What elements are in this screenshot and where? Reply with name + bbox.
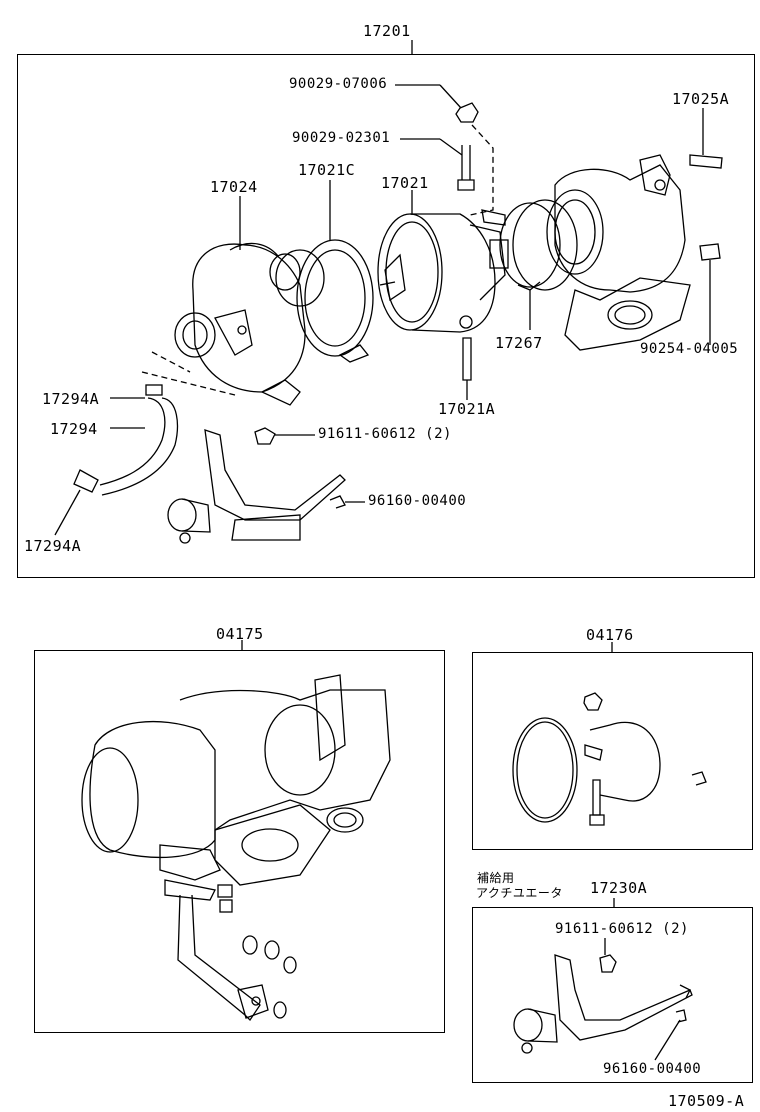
kit-04176-frame [472, 652, 753, 850]
bolt-drawing [254, 427, 276, 445]
stud-17025a-drawing [689, 154, 723, 169]
callout-clip-lower: 17294A [24, 537, 82, 555]
callout-clamp: 17267 [495, 334, 543, 352]
kit-04175-title: 04175 [216, 625, 264, 643]
actuator-kit-drawing [513, 954, 693, 1054]
kit-04176-drawing [512, 692, 707, 826]
cartridge-drawing [377, 213, 509, 333]
gasket-drawing [296, 239, 374, 363]
kit-04176-title: 04176 [586, 626, 634, 644]
gasket-kit-04175-frame [34, 650, 445, 1033]
callout-bolt: 91611-60612 (2) [318, 426, 452, 442]
actuator-kit-title: 17230A [590, 879, 648, 897]
callout-pin: 90254-04005 [640, 341, 739, 357]
callout-housing: 17024 [210, 178, 258, 196]
callout-hose: 17294 [50, 420, 98, 438]
stud-17021a-drawing [462, 337, 472, 381]
pin-drawing [699, 243, 721, 261]
hose-drawing [73, 351, 236, 496]
actuator-kit-frame [472, 907, 753, 1083]
actuator-kit-note-line2: アクチユエータ [476, 886, 563, 900]
callout-stud-b: 17025A [672, 90, 730, 108]
nut-stud-drawing [455, 102, 506, 226]
main-assembly-frame [17, 54, 755, 578]
actuator-kit-note-line1: 補給用 [477, 871, 515, 885]
actuator-kit-eclip: 96160-00400 [603, 1061, 702, 1077]
callout-eclip: 96160-00400 [368, 493, 467, 509]
callout-stud-c: 17021A [438, 400, 496, 418]
kit-04175-drawing [81, 674, 391, 1022]
callout-clip-upper: 17294A [42, 390, 100, 408]
figure-number: 170509-A [668, 1092, 745, 1110]
callout-gasket: 17021C [298, 161, 356, 179]
actuator-kit-bolt: 91611-60612 (2) [555, 921, 689, 937]
turbine-housing-drawing [174, 242, 325, 406]
leader-actuator-eclip [654, 1019, 681, 1061]
callout-stud: 90029-02301 [292, 130, 391, 146]
compressor-housing-drawing [546, 154, 691, 351]
assembly-number-label: 17201 [363, 22, 411, 40]
actuator-drawing [167, 429, 346, 544]
callout-nut: 90029-07006 [289, 76, 388, 92]
clamp-ring-drawing [499, 199, 578, 291]
leader-17294A-lower [54, 489, 81, 536]
callout-cartridge: 17021 [381, 174, 429, 192]
